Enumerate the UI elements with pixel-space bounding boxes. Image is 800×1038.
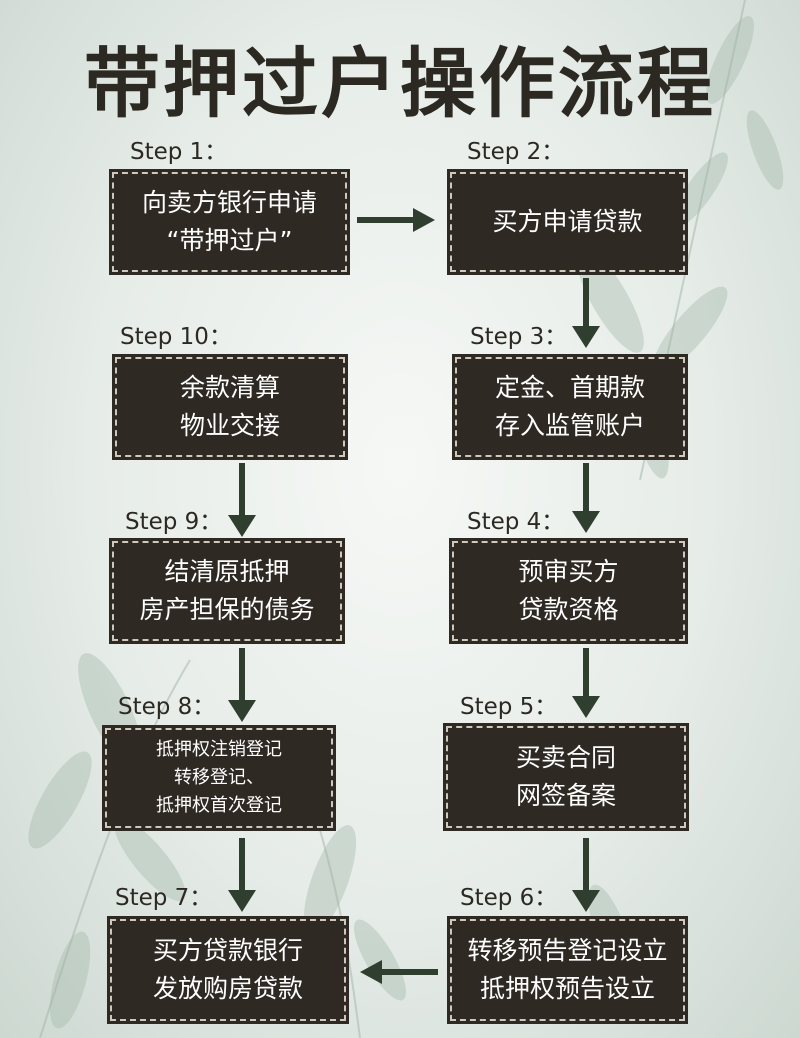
step-box-5: 买卖合同 网签备案: [443, 723, 689, 831]
step-box-10: 余款清算 物业交接: [112, 354, 348, 460]
step-label-9: Step 9：: [125, 509, 223, 535]
step-8-line-1: 抵押权注销登记: [156, 739, 282, 760]
arrow-up-icon: [228, 463, 256, 537]
page-title: 带押过户操作流程: [84, 39, 716, 128]
step-5-line-2: 网签备案: [515, 781, 616, 810]
step-8-line-2: 转移登记、: [174, 767, 264, 788]
step-label-3: Step 3：: [470, 324, 568, 350]
arrow-left-icon: [360, 960, 438, 984]
step-3-line-2: 存入监管账户: [494, 411, 645, 440]
step-9-line-1: 结清原抵押: [164, 557, 290, 586]
step-label-8: Step 8：: [118, 694, 216, 720]
step-9-line-2: 房产担保的债务: [139, 595, 315, 624]
step-box-2: 买方申请贷款: [447, 169, 688, 275]
step-box-6: 转移预告登记设立 抵押权预告设立: [447, 916, 688, 1024]
step-box-4: 预审买方 贷款资格: [449, 538, 688, 644]
step-box-3: 定金、首期款 存入监管账户: [452, 354, 688, 460]
arrow-down-icon: [572, 648, 600, 718]
step-8-line-3: 抵押权首次登记: [156, 795, 282, 816]
step-label-10: Step 10：: [120, 324, 232, 350]
step-box-1: 向卖方银行申请 “带押过户”: [109, 169, 350, 275]
step-box-7: 买方贷款银行 发放购房贷款: [107, 916, 349, 1024]
step-label-1: Step 1：: [130, 139, 228, 165]
step-5-line-1: 买卖合同: [515, 743, 616, 772]
step-label-7: Step 7：: [115, 885, 213, 911]
step-3-line-1: 定金、首期款: [494, 373, 645, 402]
step-10-line-2: 物业交接: [179, 411, 280, 440]
step-2-line-1: 买方申请贷款: [492, 207, 643, 236]
arrow-up-icon: [228, 838, 256, 912]
step-box-9: 结清原抵押 房产担保的债务: [109, 538, 345, 644]
arrow-down-icon: [572, 278, 600, 348]
arrow-up-icon: [228, 648, 256, 722]
step-label-4: Step 4：: [467, 509, 565, 535]
step-10-line-1: 余款清算: [179, 373, 280, 402]
step-7-line-1: 买方贷款银行: [152, 936, 303, 965]
step-box-8: 抵押权注销登记 转移登记、 抵押权首次登记: [102, 725, 336, 831]
arrow-down-icon: [572, 463, 600, 533]
step-1-line-1: 向卖方银行申请: [141, 188, 317, 217]
step-7-line-2: 发放购房贷款: [152, 974, 303, 1003]
step-4-line-1: 预审买方: [518, 557, 619, 586]
step-4-line-2: 贷款资格: [518, 595, 619, 624]
arrow-right-icon: [357, 208, 435, 232]
step-6-line-2: 抵押权预告设立: [479, 974, 655, 1003]
step-label-5: Step 5：: [460, 694, 558, 720]
step-6-line-1: 转移预告登记设立: [467, 936, 668, 965]
step-label-6: Step 6：: [460, 885, 558, 911]
arrow-down-icon: [572, 838, 600, 912]
step-1-line-2: “带押过户”: [166, 226, 293, 255]
step-label-2: Step 2：: [467, 139, 565, 165]
